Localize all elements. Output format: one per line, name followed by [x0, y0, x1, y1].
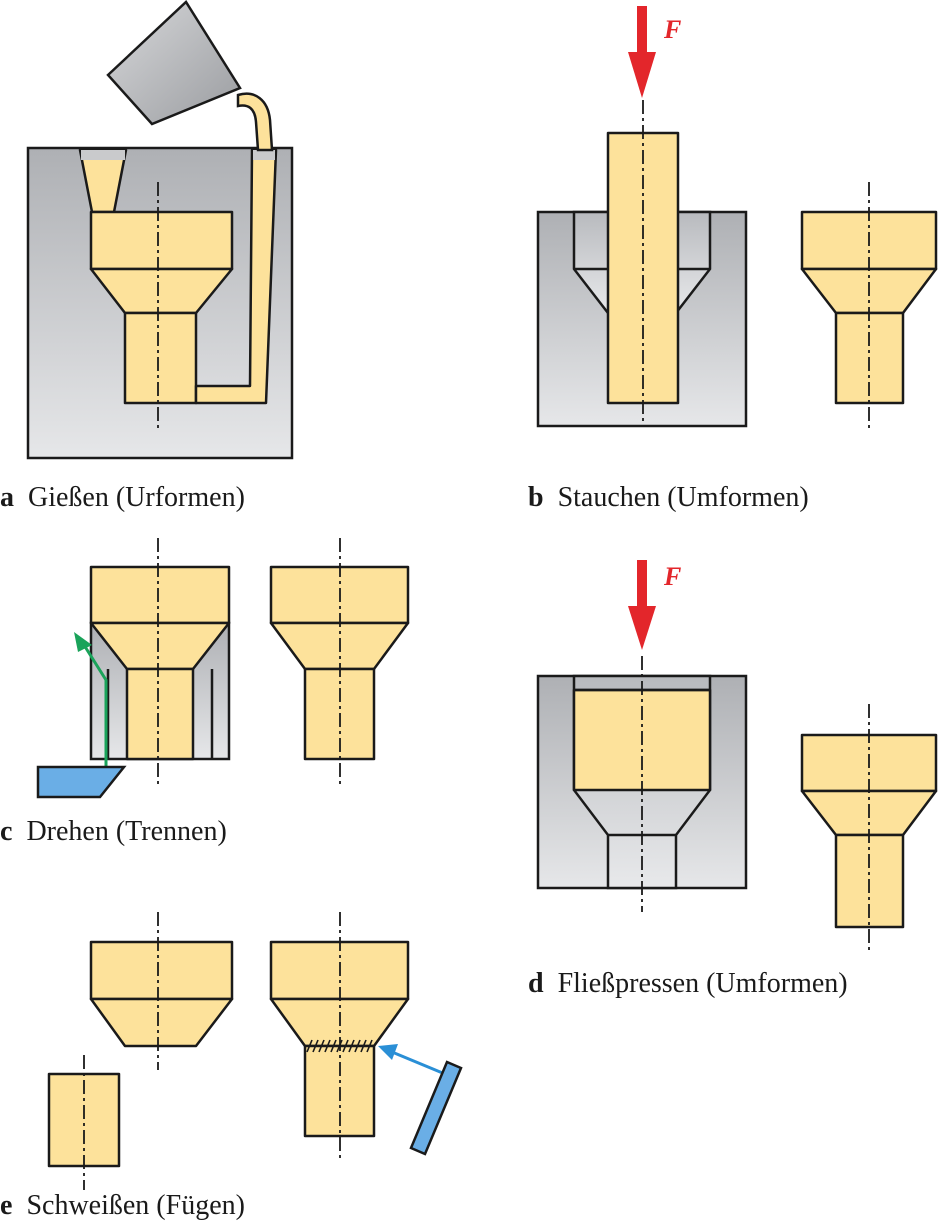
figure-e-welding — [47, 912, 463, 1190]
tool-path-arrowhead — [74, 632, 92, 652]
weld-arrow — [391, 1050, 446, 1076]
turning-tool — [36, 765, 127, 799]
weld-arrowhead — [378, 1044, 398, 1060]
force-arrow-d — [628, 560, 656, 650]
force-arrow-b — [628, 6, 656, 98]
caption-b-letter: b — [528, 482, 544, 513]
caption-d: d Fließpressen (Umformen) — [528, 970, 848, 998]
runner-channel — [194, 148, 278, 405]
welding-electrode — [409, 1060, 463, 1156]
figure-b-upsetting: F — [536, 6, 938, 428]
turned-part-head — [89, 565, 231, 625]
weld-head-part — [89, 940, 234, 1001]
caption-b: b Stauchen (Umformen) — [528, 484, 809, 512]
figure-d-extrusion: F — [536, 560, 938, 952]
figure-c-turning — [36, 538, 410, 799]
turned-part-shaft — [125, 667, 195, 761]
caption-e-text: Schweißen (Fügen) — [26, 1190, 245, 1221]
runner-top — [253, 150, 275, 160]
sprue-cup-top — [81, 150, 125, 160]
cast-part-shaft — [123, 311, 198, 405]
weld-seam — [305, 1039, 374, 1053]
force-label-b: F — [663, 15, 681, 44]
caption-d-text: Fließpressen (Umformen) — [557, 968, 848, 999]
caption-a-text: Gießen (Urformen) — [28, 482, 245, 513]
cast-part-head — [89, 210, 234, 271]
molten-metal-stream — [236, 92, 274, 152]
weld-head-cone — [89, 997, 234, 1048]
caption-c-letter: c — [0, 816, 13, 847]
tool-path-arrow — [82, 644, 108, 766]
caption-e-letter: e — [0, 1190, 13, 1221]
caption-b-text: Stauchen (Umformen) — [557, 482, 809, 513]
caption-a-letter: a — [0, 482, 14, 513]
force-label-d: F — [663, 562, 681, 591]
caption-d-letter: d — [528, 968, 544, 999]
caption-c: c Drehen (Trennen) — [0, 818, 227, 846]
figure-a-casting — [26, 0, 294, 460]
caption-e: e Schweißen (Fügen) — [0, 1192, 245, 1220]
caption-a: a Gießen (Urformen) — [0, 484, 245, 512]
caption-c-text: Drehen (Trennen) — [26, 816, 227, 847]
ladle — [106, 0, 242, 126]
